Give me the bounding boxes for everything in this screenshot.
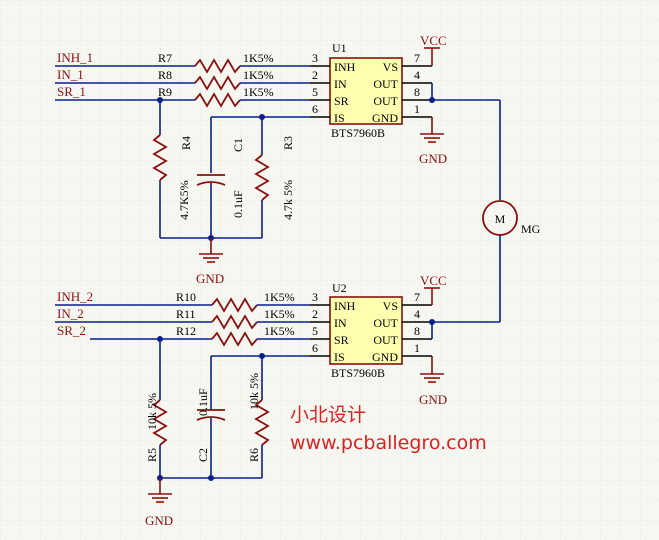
u1-pinnum-7: 7 xyxy=(414,51,420,65)
r3-value: 4.7k 5% xyxy=(281,180,295,220)
c2-value: 0.1uF xyxy=(196,388,210,416)
u1-pinnum-4: 4 xyxy=(414,68,420,82)
u1-pin-label-is: IS xyxy=(334,111,345,125)
u1-pinnum-5: 5 xyxy=(312,85,318,99)
u2-pinnum-2: 2 xyxy=(312,307,318,321)
u2-pinnum-4: 4 xyxy=(414,307,420,321)
r4-value: 4.7K5% xyxy=(177,180,191,220)
u2-pinnum-6: 6 xyxy=(312,341,318,355)
u2-designator: U2 xyxy=(332,281,347,295)
u1-pin-label-in: IN xyxy=(334,77,347,91)
r5-ref: R5 xyxy=(145,448,159,462)
r6-value: 10k 5% xyxy=(247,373,261,410)
chip-u2 xyxy=(329,296,403,365)
u1-pinnum-8: 8 xyxy=(414,85,420,99)
r6-ref: R6 xyxy=(247,448,261,462)
resistor-r6 xyxy=(254,399,270,446)
u2-pin-label-out-a: OUT xyxy=(373,316,398,330)
vcc-label-u2: VCC xyxy=(420,273,447,288)
u2-pinnum-1: 1 xyxy=(414,341,420,355)
r9-value: 1K5% xyxy=(243,85,274,99)
u2-pin-label-inh: INH xyxy=(334,299,356,313)
u1-pin-label-out-a: OUT xyxy=(373,77,398,91)
u1-pinnum-2: 2 xyxy=(312,68,318,82)
resistor-r7 xyxy=(194,58,241,74)
u1-pinnum-3: 3 xyxy=(312,51,318,65)
u2-pinnum-7: 7 xyxy=(414,290,420,304)
u1-pin-label-inh: INH xyxy=(334,60,356,74)
u1-pin-label-sr: SR xyxy=(334,94,349,108)
r8-ref: R8 xyxy=(158,68,172,82)
net-label-sr2: SR_2 xyxy=(57,323,86,338)
net-label-inh1: INH_1 xyxy=(57,50,93,65)
r10-ref: R10 xyxy=(176,290,196,304)
resistor-r9 xyxy=(194,92,241,108)
motor-letter: M xyxy=(495,212,506,226)
r11-ref: R11 xyxy=(176,307,196,321)
u2-pin-label-in: IN xyxy=(334,316,347,330)
resistor-r11 xyxy=(211,314,258,330)
r7-ref: R7 xyxy=(158,51,172,65)
resistor-r12 xyxy=(211,331,258,347)
u2-pin-label-gnd: GND xyxy=(372,350,398,364)
watermark-title: 小北设计 xyxy=(290,404,366,426)
r11-value: 1K5% xyxy=(264,307,295,321)
c1-ref: C1 xyxy=(231,138,245,152)
motor-mg: M MG xyxy=(482,200,541,322)
r8-value: 1K5% xyxy=(243,68,274,82)
driver-circuit-u2: INH_2 IN_2 SR_2 R10 R11 R12 1K5% 1K5% 1K… xyxy=(55,273,500,528)
resistor-r3 xyxy=(254,154,270,201)
r5-value: 10k 5% xyxy=(145,393,159,430)
u2-pinnum-5: 5 xyxy=(312,324,318,338)
net-label-sr1: SR_1 xyxy=(57,84,86,99)
u1-pin-label-vs: VS xyxy=(383,60,398,74)
resistor-r8 xyxy=(194,75,241,91)
u2-pinnum-8: 8 xyxy=(414,324,420,338)
vcc-label-u1: VCC xyxy=(420,33,447,48)
net-label-inh2: INH_2 xyxy=(57,289,93,304)
gnd-label-left1: GND xyxy=(196,271,224,286)
u2-pin-label-sr: SR xyxy=(334,333,349,347)
resistor-r4 xyxy=(152,134,168,181)
resistor-r5 xyxy=(152,399,168,446)
gnd-label-u2: GND xyxy=(419,392,447,407)
r4-ref: R4 xyxy=(179,136,193,150)
u1-pinnum-6: 6 xyxy=(312,102,318,116)
junction-u1-out xyxy=(429,97,435,103)
chip-u1 xyxy=(329,57,403,125)
u2-pinnum-3: 3 xyxy=(312,290,318,304)
u1-pin-label-gnd: GND xyxy=(372,111,398,125)
u2-pin-label-out-b: OUT xyxy=(373,333,398,347)
c1-value: 0.1uF xyxy=(231,190,245,218)
r3-ref: R3 xyxy=(281,136,295,150)
u1-part-number: BTS7960B xyxy=(331,126,385,140)
u2-pin-label-is: IS xyxy=(334,350,345,364)
r12-ref: R12 xyxy=(176,324,196,338)
junction-u2-out xyxy=(429,319,435,325)
junction-gnd2-c2 xyxy=(208,475,214,481)
c2-ref: C2 xyxy=(196,448,210,462)
u1-pin-label-out-b: OUT xyxy=(373,94,398,108)
capacitor-c1-plate-b xyxy=(196,181,226,186)
resistor-r10 xyxy=(211,297,258,313)
capacitor-c2-plate-b xyxy=(196,416,226,421)
gnd-label-left2: GND xyxy=(145,513,173,528)
net-label-in1: IN_1 xyxy=(57,67,84,82)
r7-value: 1K5% xyxy=(243,51,274,65)
driver-circuit-u1: INH_1 IN_1 SR_1 R7 R8 R9 1K5% 1K5% 1K5% … xyxy=(55,33,501,286)
r12-value: 1K5% xyxy=(264,324,295,338)
u2-pin-label-vs: VS xyxy=(383,299,398,313)
r9-ref: R9 xyxy=(158,85,172,99)
r10-value: 1K5% xyxy=(264,290,295,304)
net-label-in2: IN_2 xyxy=(57,306,84,321)
gnd-label-u1: GND xyxy=(419,151,447,166)
u1-designator: U1 xyxy=(332,41,347,55)
motor-ref: MG xyxy=(521,222,541,236)
watermark-url: www.pcballegro.com xyxy=(290,432,487,454)
u2-part-number: BTS7960B xyxy=(331,366,385,380)
u1-pinnum-1: 1 xyxy=(414,102,420,116)
